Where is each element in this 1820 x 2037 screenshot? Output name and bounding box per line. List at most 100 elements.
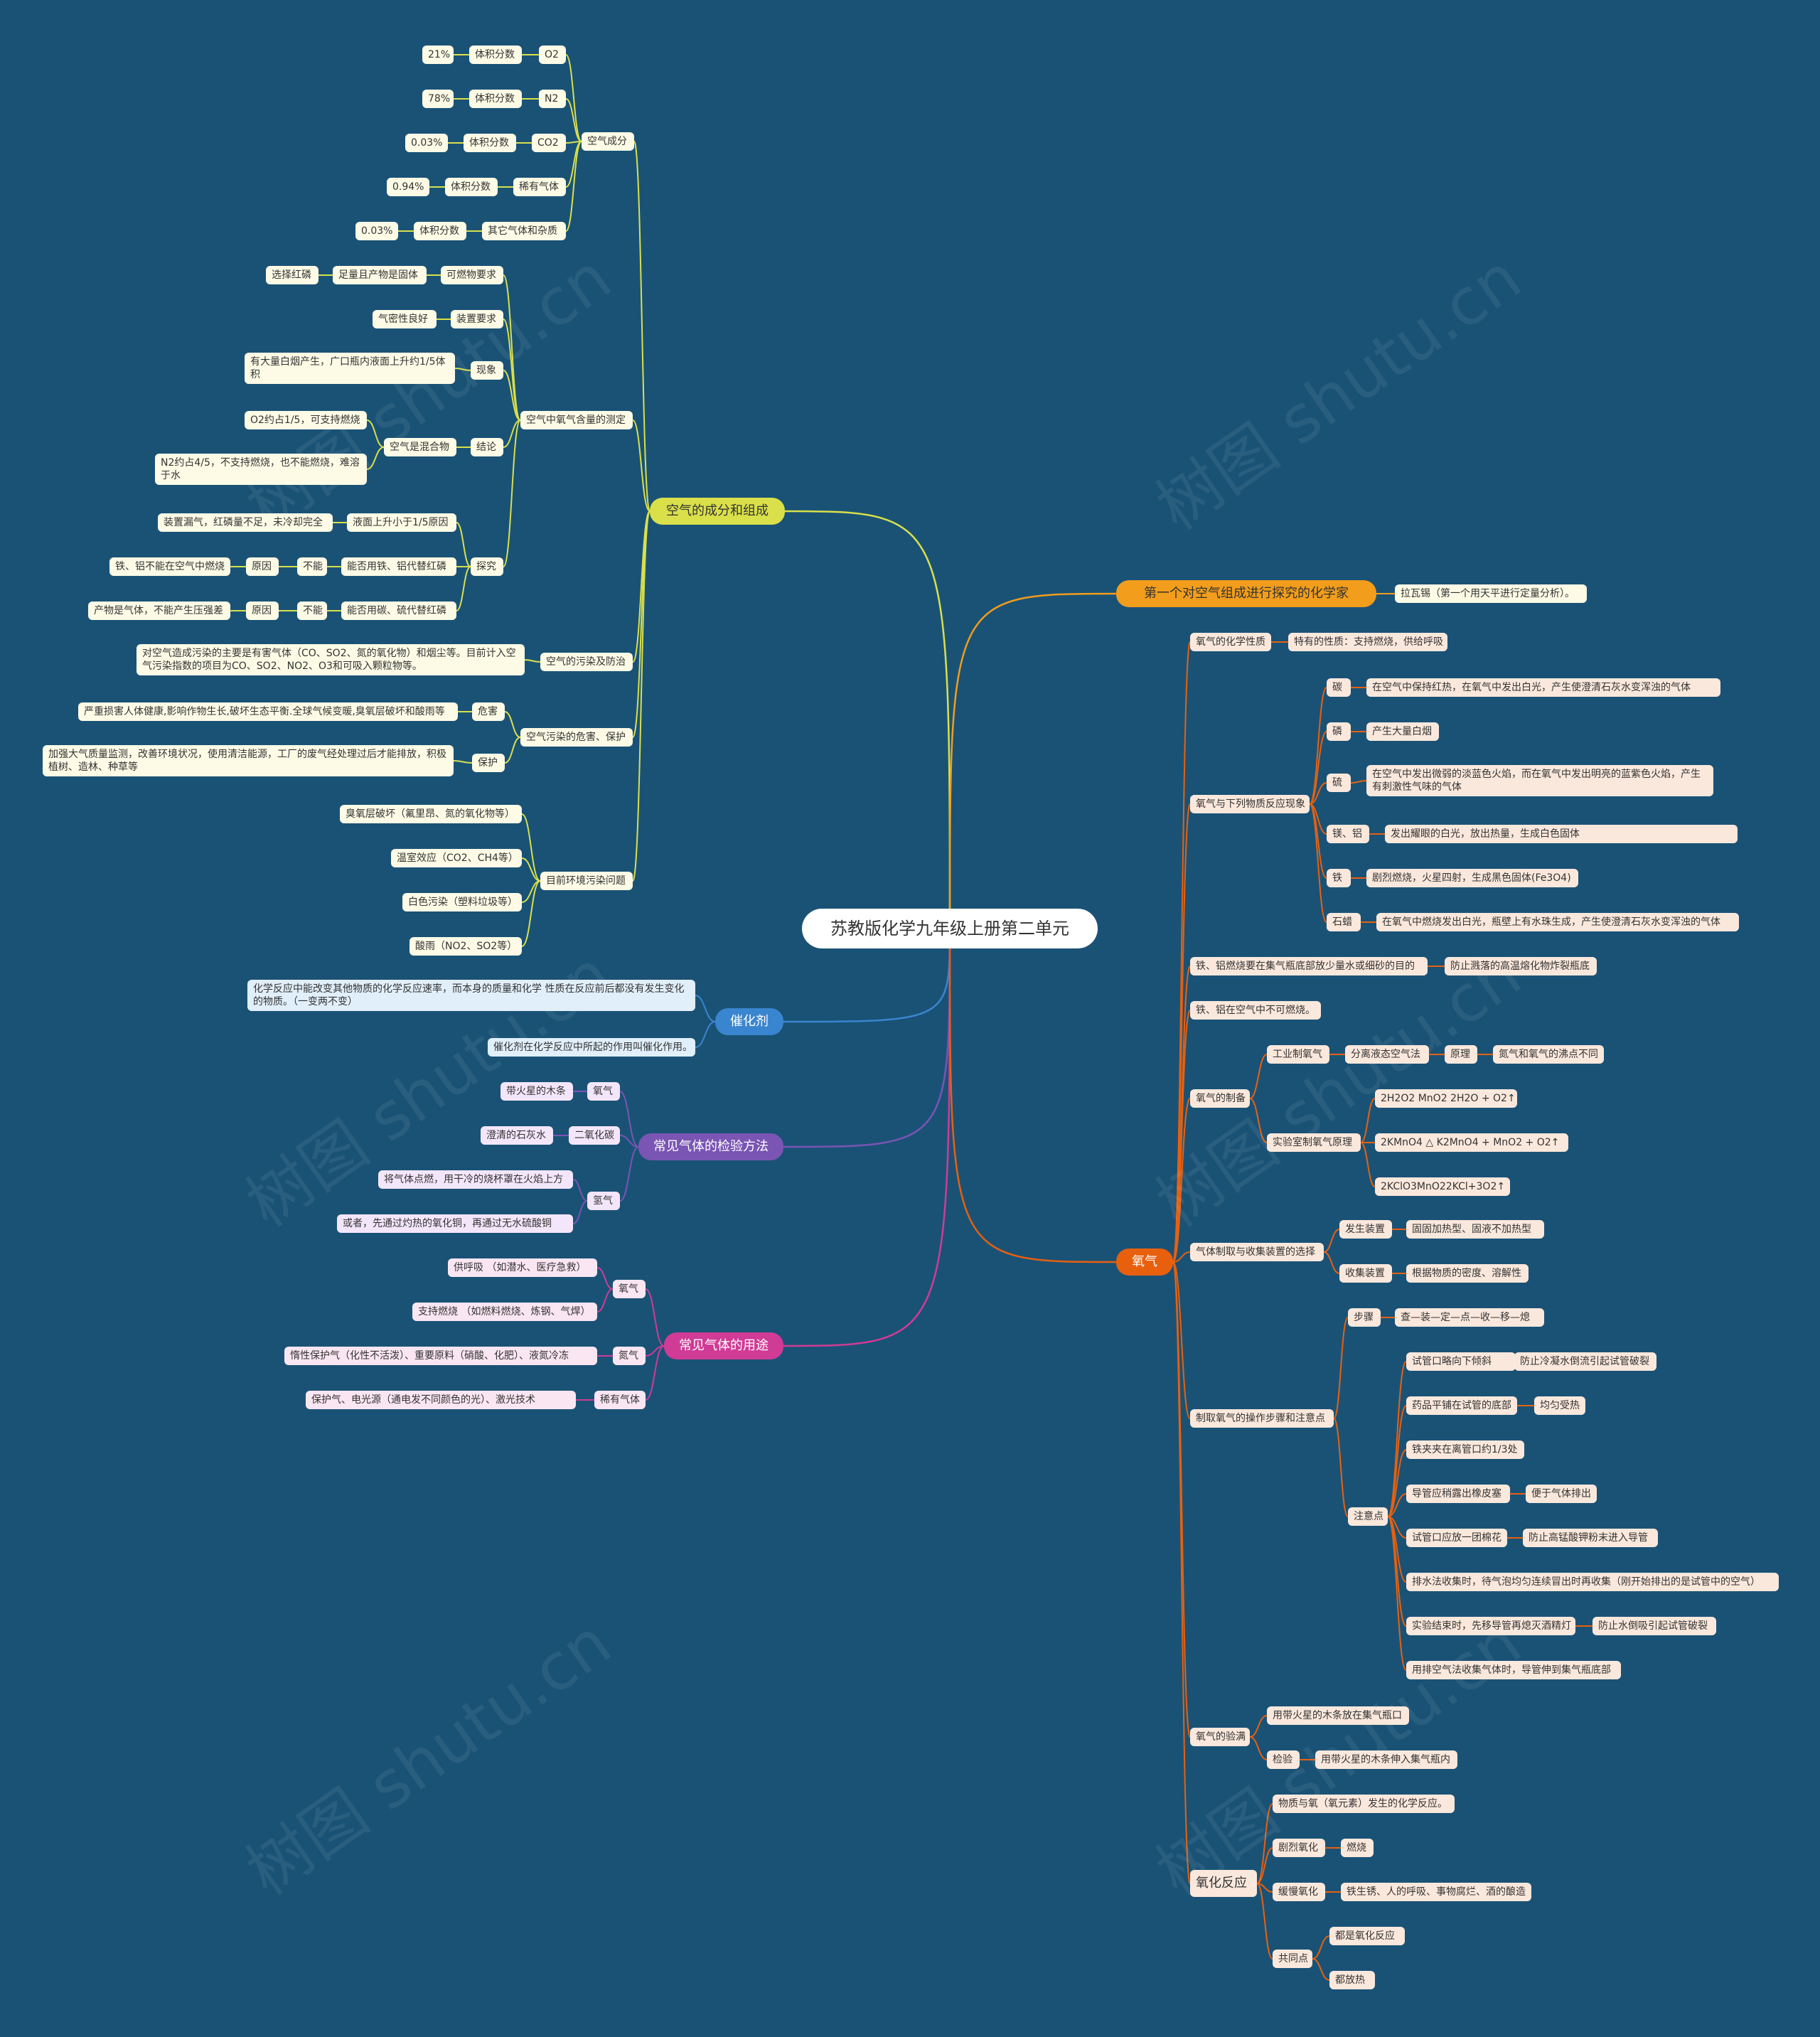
- node-greenhouse[interactable]: 温室效应（CO2、CH4等）: [391, 849, 522, 867]
- node-o2-fifth[interactable]: O2约占1/5，可支持燃烧: [245, 411, 367, 429]
- node-kmno4-equation[interactable]: 2KMnO4 △ K2MnO4 + MnO2 + O2↑: [1375, 1133, 1568, 1152]
- node-rare-ratio[interactable]: 体积分数: [445, 178, 498, 196]
- branch-air-composition[interactable]: 空气的成分和组成: [650, 498, 785, 525]
- node-o2-special-property[interactable]: 特有的性质：支持燃烧，供给呼吸: [1288, 633, 1447, 651]
- node-sulfur-result[interactable]: 在空气中发出微弱的淡蓝色火焰，而在氧气中发出明亮的蓝紫色火焰，产生有刺激性气味的…: [1366, 765, 1713, 796]
- node-phosphorus-result[interactable]: 产生大量白烟: [1366, 722, 1439, 741]
- node-catalyst-role[interactable]: 催化剂在化学反应中所起的作用叫催化作用。: [488, 1038, 695, 1057]
- node-ozone[interactable]: 臭氧层破坏（氟里昂、氮的氧化物等）: [340, 805, 522, 823]
- node-paraffin-result[interactable]: 在氧气中燃烧发出白光，瓶壁上有水珠生成，产生使澄清石灰水变浑浊的气体: [1376, 913, 1739, 931]
- node-all-exothermic[interactable]: 都放热: [1329, 1971, 1375, 1989]
- node-detect-o2[interactable]: 氧气: [587, 1082, 620, 1101]
- node-o2-reactions[interactable]: 氧气与下列物质反应现象: [1190, 795, 1310, 813]
- node-common-points[interactable]: 共同点: [1273, 1950, 1312, 1968]
- node-less-fifth-reason[interactable]: 装置漏气，红磷量不足，未冷却完全: [158, 513, 333, 532]
- node-fe-burn-reason[interactable]: 防止溅落的高温熔化物炸裂瓶底: [1445, 957, 1597, 975]
- node-air-mixture[interactable]: 空气是混合物: [384, 438, 456, 456]
- node-h2o2-equation[interactable]: 2H2O2 MnO2 2H2O + O2↑: [1375, 1089, 1517, 1108]
- node-o2-full-test[interactable]: 氧气的验满: [1190, 1728, 1250, 1746]
- node-iron[interactable]: 铁: [1327, 869, 1351, 887]
- node-device-req[interactable]: 装置要求: [451, 310, 503, 328]
- node-conclusion[interactable]: 结论: [471, 438, 503, 456]
- node-n2-uses[interactable]: 惰性保护气（化性不活泼）、重要原料（硝酸、化肥）、液氮冷冻: [284, 1347, 597, 1365]
- node-carbon[interactable]: 碳: [1327, 678, 1351, 697]
- node-c-s-reason[interactable]: 产物是气体，不能产生压强差: [88, 602, 230, 620]
- node-fe-burn-purpose[interactable]: 铁、铝燃烧要在集气瓶底部放少量水或细砂的目的: [1190, 957, 1428, 975]
- node-o2-preparation[interactable]: 氧气的制备: [1190, 1089, 1250, 1108]
- node-operation-steps[interactable]: 制取氧气的操作步骤和注意点: [1190, 1409, 1334, 1428]
- node-collection-basis[interactable]: 根据物质的密度、溶解性: [1406, 1264, 1529, 1283]
- node-n2-ratio[interactable]: 体积分数: [469, 90, 522, 108]
- node-note-7-reason[interactable]: 防止水倒吸引起试管破裂: [1592, 1617, 1716, 1635]
- node-breathing[interactable]: 供呼吸 （如潜水、医疗急救）: [448, 1258, 597, 1277]
- node-airtight[interactable]: 气密性良好: [373, 310, 437, 328]
- node-less-fifth[interactable]: 液面上升小于1/5原因: [347, 513, 456, 532]
- node-device-choice[interactable]: 气体制取与收集装置的选择: [1190, 1243, 1324, 1261]
- node-detect-h2[interactable]: 氢气: [587, 1192, 620, 1210]
- node-slow-examples[interactable]: 铁生锈、人的呼吸、事物腐烂、酒的酿造: [1341, 1883, 1531, 1901]
- node-o2-chemical-property[interactable]: 氧气的化学性质: [1190, 633, 1271, 651]
- node-reason[interactable]: 原因: [246, 602, 279, 620]
- node-protect[interactable]: 保护: [472, 754, 505, 772]
- node-co2[interactable]: CO2: [532, 134, 566, 152]
- node-generation-device[interactable]: 发生装置: [1339, 1220, 1392, 1239]
- node-n2-value[interactable]: 78%: [422, 90, 454, 108]
- node-note-6[interactable]: 排水法收集时，待气泡均匀连续冒出时再收集（刚开始排出的是试管中的空气）: [1406, 1573, 1779, 1591]
- node-lavoisier[interactable]: 拉瓦锡（第一个用天平进行定量分析）。: [1395, 584, 1587, 603]
- node-principle[interactable]: 原理: [1445, 1045, 1477, 1064]
- node-boiling-point[interactable]: 氮气和氧气的沸点不同: [1493, 1045, 1604, 1064]
- node-o2[interactable]: O2: [539, 46, 566, 64]
- node-lab-principle[interactable]: 实验室制氧气原理: [1267, 1133, 1361, 1152]
- node-steps-text[interactable]: 查—装—定—点—收—移—熄: [1395, 1308, 1544, 1327]
- node-generation-types[interactable]: 固固加热型、固液不加热型: [1406, 1220, 1544, 1239]
- node-paraffin[interactable]: 石蜡: [1327, 913, 1361, 931]
- node-note-5-reason[interactable]: 防止高锰酸钾粉末进入导管: [1523, 1529, 1658, 1547]
- node-use-o2[interactable]: 氧气: [613, 1280, 646, 1298]
- node-note-5[interactable]: 试管口应放一团棉花: [1406, 1529, 1507, 1547]
- node-protect-text[interactable]: 加强大气质量监测，改善环境状况，使用清洁能源，工厂的废气经处理过后才能排放，积极…: [43, 745, 454, 776]
- node-air-components[interactable]: 空气成分: [582, 132, 634, 151]
- node-o2-value[interactable]: 21%: [422, 46, 454, 64]
- node-harm-text[interactable]: 严重损害人体健康,影响作物生长,破坏生态平衡.全球气候变暖,臭氧层破坏和酸雨等: [78, 702, 458, 721]
- node-o2-ratio[interactable]: 体积分数: [469, 46, 522, 64]
- node-pollution[interactable]: 空气的污染及防治: [540, 653, 633, 671]
- node-other-value[interactable]: 0.03%: [355, 222, 398, 240]
- node-red-phosphorus[interactable]: 选择红磷: [266, 266, 318, 284]
- node-collection-device[interactable]: 收集装置: [1339, 1264, 1392, 1283]
- node-inspect[interactable]: 检验: [1267, 1750, 1300, 1769]
- node-fuel-cond[interactable]: 足量且产物是固体: [333, 266, 427, 284]
- node-note-2-reason[interactable]: 均匀受热: [1534, 1396, 1585, 1415]
- node-inspect-method[interactable]: 用带火星的木条伸入集气瓶内: [1315, 1750, 1457, 1769]
- node-rare-value[interactable]: 0.94%: [387, 178, 429, 196]
- node-other-gas[interactable]: 其它气体和杂质: [482, 222, 566, 240]
- node-rare-gas[interactable]: 稀有气体: [513, 178, 566, 196]
- node-c-s-replace[interactable]: 能否用碳、硫代替红磷: [341, 602, 456, 620]
- node-sulfur[interactable]: 硫: [1327, 774, 1351, 792]
- node-oxidation[interactable]: 氧化反应: [1190, 1870, 1257, 1897]
- node-phosphorus[interactable]: 磷: [1327, 722, 1351, 741]
- node-violent-oxidation[interactable]: 剧烈氧化: [1273, 1839, 1325, 1857]
- node-n2[interactable]: N2: [539, 90, 566, 108]
- node-carbon-result[interactable]: 在空气中保持红热，在氧气中发出白光，产生使澄清石灰水变浑浊的气体: [1366, 678, 1720, 697]
- node-full-test-method[interactable]: 用带火星的木条放在集气瓶口: [1267, 1706, 1409, 1725]
- node-all-oxidation[interactable]: 都是氧化反应: [1329, 1927, 1405, 1945]
- node-observation-text[interactable]: 有大量白烟产生，广口瓶内液面上升约1/5体积: [245, 353, 455, 384]
- node-fe-al-reason[interactable]: 铁、铝不能在空气中燃烧: [109, 557, 230, 576]
- node-note-2[interactable]: 药品平铺在试管的底部: [1406, 1396, 1517, 1415]
- node-oxidation-def[interactable]: 物质与氧（氧元素）发生的化学反应。: [1273, 1795, 1455, 1813]
- node-h2-method-b[interactable]: 或者，先通过灼热的氧化铜，再通过无水硫酸铜: [337, 1214, 573, 1233]
- node-steps[interactable]: 步骤: [1348, 1308, 1381, 1327]
- node-slow-oxidation[interactable]: 缓慢氧化: [1273, 1883, 1325, 1901]
- node-note-1[interactable]: 试管口略向下倾斜: [1406, 1352, 1516, 1371]
- node-fe-al-replace[interactable]: 能否用铁、铝代替红磷: [341, 557, 456, 576]
- node-pollution-text[interactable]: 对空气造成污染的主要是有害气体（CO、SO2、氮的氧化物）和烟尘等。目前计入空气…: [136, 644, 525, 675]
- node-white-pollution[interactable]: 白色污染（塑料垃圾等）: [402, 893, 522, 911]
- node-acid-rain[interactable]: 酸雨（NO2、SO2等）: [410, 937, 522, 956]
- node-cannot[interactable]: 不能: [297, 602, 327, 620]
- branch-gas-detection[interactable]: 常见气体的检验方法: [638, 1133, 783, 1160]
- node-combustion-support[interactable]: 支持燃烧 （如燃料燃烧、炼钢、气焊）: [412, 1303, 597, 1321]
- node-cannot[interactable]: 不能: [297, 557, 327, 576]
- node-liquid-air[interactable]: 分离液态空气法: [1345, 1045, 1429, 1064]
- node-use-n2[interactable]: 氮气: [613, 1347, 646, 1365]
- node-detect-co2[interactable]: 二氧化碳: [569, 1126, 620, 1145]
